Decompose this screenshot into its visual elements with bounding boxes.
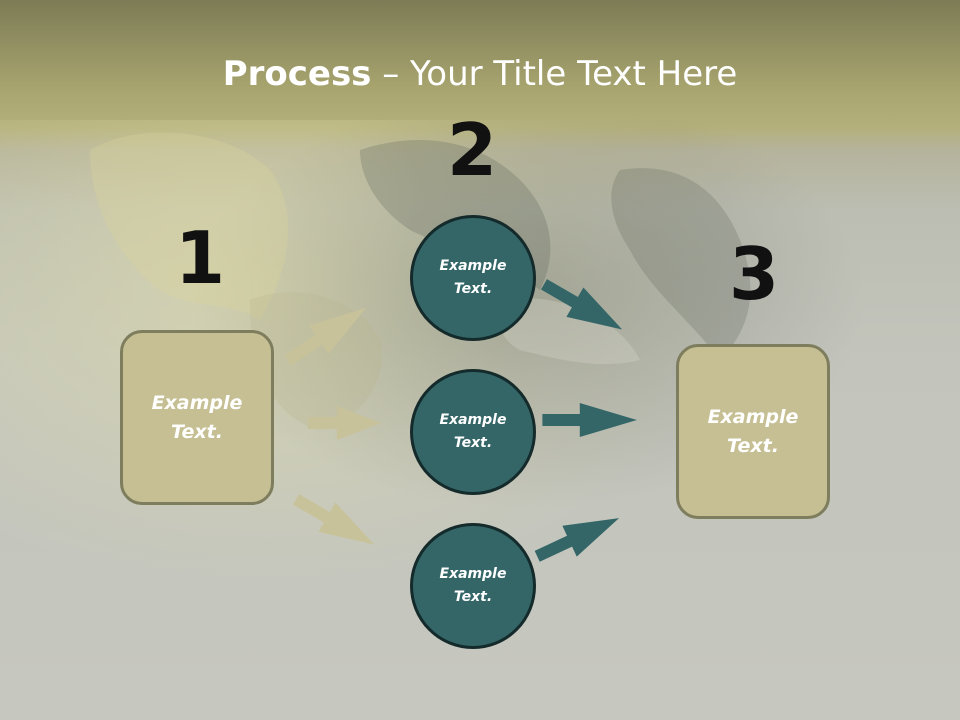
arrow-right-down: [540, 279, 623, 330]
slide-title: Process – Your Title Text Here: [0, 52, 960, 96]
process-circle-middle: Example Text.: [410, 369, 536, 495]
process-circle-top: Example Text.: [410, 215, 536, 341]
arrow-right-up: [534, 518, 620, 562]
arrow-left-down: [292, 494, 375, 545]
circle-top-label: Example Text.: [439, 258, 507, 297]
right-arrows: [534, 279, 637, 562]
title-bold-part: Process: [222, 54, 372, 94]
step-number-1: 1: [174, 216, 226, 300]
arrow-left-middle: [307, 406, 381, 440]
right-box-label: Example Text.: [707, 405, 799, 457]
left-arrows: [284, 307, 381, 545]
step-number-3: 3: [728, 232, 780, 316]
circle-middle-label: Example Text.: [439, 412, 507, 451]
left-process-box: Example Text.: [120, 330, 274, 505]
arrow-right-middle: [542, 403, 637, 437]
step-number-2: 2: [446, 108, 498, 192]
left-box-label: Example Text.: [151, 391, 243, 443]
process-circle-bottom: Example Text.: [410, 523, 536, 649]
right-process-box: Example Text.: [676, 344, 830, 519]
circle-bottom-label: Example Text.: [439, 566, 507, 605]
title-rest-part: – Your Title Text Here: [371, 54, 738, 94]
arrow-left-up: [284, 307, 367, 366]
